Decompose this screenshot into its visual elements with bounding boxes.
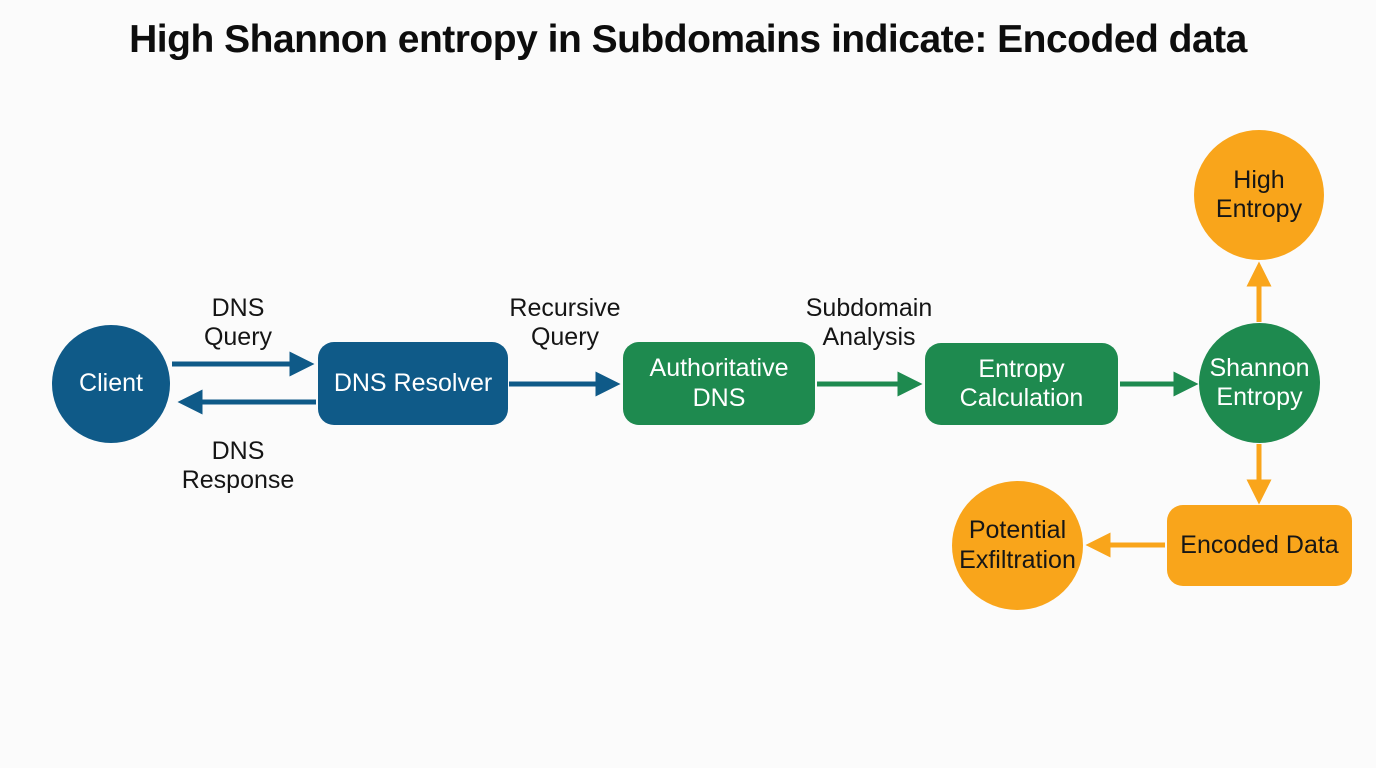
- dns-query-label: DNS Query: [203, 294, 273, 352]
- encoded-data-node: Encoded Data: [1167, 505, 1352, 586]
- recursive-query-label: Recursive Query: [509, 294, 621, 352]
- shannon-entropy-node: Shannon Entropy: [1199, 323, 1320, 443]
- dns-resolver-node: DNS Resolver: [318, 342, 508, 425]
- subdomain-analysis-label: Subdomain Analysis: [805, 294, 933, 352]
- high-entropy-node: High Entropy: [1194, 130, 1324, 260]
- client-node: Client: [52, 325, 170, 443]
- entropy-calculation-node: Entropy Calculation: [925, 343, 1118, 425]
- authoritative-dns-node: Authoritative DNS: [623, 342, 815, 425]
- diagram-title: High Shannon entropy in Subdomains indic…: [129, 18, 1247, 61]
- dns-response-label: DNS Response: [181, 437, 295, 495]
- potential-exfiltration-node: Potential Exfiltration: [952, 481, 1083, 610]
